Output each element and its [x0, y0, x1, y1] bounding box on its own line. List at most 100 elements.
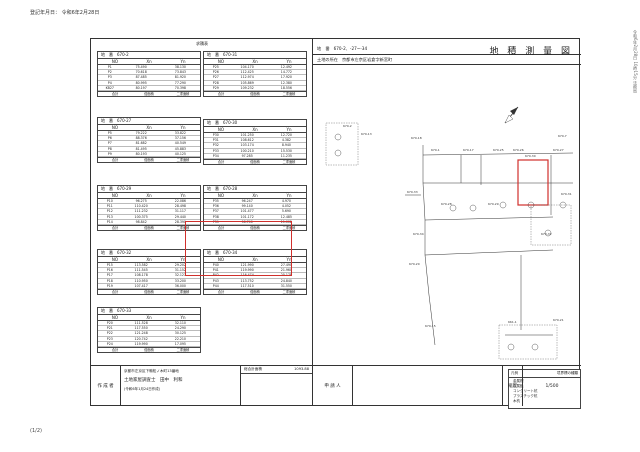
table-cell: 12.380 — [280, 80, 292, 85]
table-cell: P33 — [212, 148, 219, 153]
footer-cell: 倍面積 — [144, 347, 154, 352]
table-cell: 79.222 — [135, 131, 147, 135]
table-cell: 111.528 — [134, 321, 148, 325]
footer-block: 作 成 者 京都市左京区下鴨松ノ木町13番地 土地家屋調査士 田中 利和 (令和… — [91, 365, 581, 407]
map-label: 670-13 — [361, 132, 372, 136]
table-cell: 33.200 — [174, 278, 186, 283]
footer-cell: 倍面積 — [144, 157, 154, 162]
footer-cell: 合計 — [111, 289, 119, 294]
table-cell: P12 — [106, 209, 113, 214]
col-header: Xn — [146, 59, 152, 64]
table-cell: 45.883 — [174, 146, 186, 151]
col-header: Xn — [146, 193, 152, 198]
col-header: Xn — [146, 257, 152, 262]
legend-box: 凡例 境界標の種類 金属標 金属鋲 コンクリート杭 プラスチック杭 木杭 — [508, 369, 581, 409]
footer-cell: 倍面積 — [250, 289, 260, 294]
table-cell: P7 — [107, 141, 112, 146]
table-cell: P6 — [107, 136, 112, 141]
footer-cell: 合計 — [111, 347, 119, 352]
table-heading: 求積表 — [196, 41, 208, 46]
table-cell: 17.095 — [174, 341, 186, 346]
table-cell: 12.485 — [280, 214, 292, 219]
maker-label: 作 成 者 — [91, 366, 121, 406]
table-cell: 12.492 — [280, 65, 292, 69]
table-cell: 27.490 — [280, 263, 292, 267]
table-cell: 38.130 — [174, 65, 186, 69]
map-label: 670-30 — [525, 154, 536, 158]
table-cell: 73.843 — [174, 70, 186, 75]
table-cell: 5.690 — [281, 209, 291, 214]
table-cell: 121.990 — [240, 263, 254, 267]
table-cell: P18 — [106, 278, 113, 283]
table-title: 地 番 670-2 — [98, 52, 200, 59]
map-label: 670-28 — [441, 202, 452, 206]
maker-name: 土地家屋調査士 田中 利和 — [124, 378, 183, 383]
footer-cell: 倍面積 — [250, 225, 260, 230]
table-cell: 108.178 — [134, 273, 148, 278]
table-cell: P28 — [212, 80, 219, 85]
table-cell: P3 — [107, 75, 112, 80]
table-cell: 80.193 — [135, 151, 147, 156]
footer-cell: 二重面積 — [282, 91, 296, 96]
col-header: Yn — [180, 315, 186, 320]
table-cell: 37.156 — [174, 136, 186, 141]
map-label: 670-17 — [463, 148, 474, 152]
table-cell: 81.495 — [135, 146, 147, 151]
table-cell: 117.550 — [134, 326, 148, 331]
table-cell: P22 — [106, 331, 113, 336]
total-area-cell: 総合計面積 1093.88 — [241, 366, 313, 406]
table-cell: P19 — [106, 283, 113, 288]
table-cell: 109.232 — [240, 85, 254, 90]
table-footer: 合計倍面積二重面積 — [204, 158, 306, 165]
col-header: Yn — [180, 125, 186, 130]
table-title: 地 番 670-29 — [98, 186, 200, 193]
col-header: NO — [111, 193, 119, 198]
table-cell: 77.290 — [174, 80, 186, 85]
table-cell: 31.117 — [174, 209, 186, 214]
table-cell: 100.210 — [240, 148, 254, 153]
table-title: 地 番 670-34 — [204, 250, 306, 257]
table-cell: 117.510 — [240, 283, 254, 288]
total-area-value: 1093.88 — [294, 367, 309, 371]
table-cell: P29 — [212, 85, 219, 90]
map-label: 670-18 — [411, 136, 422, 140]
footer-cell: 合計 — [111, 91, 119, 96]
table-cell: 119.990 — [240, 268, 254, 273]
table-cell: 112.425 — [240, 70, 254, 75]
table-cell: 32.127 — [174, 273, 186, 278]
col-header: Xn — [252, 127, 258, 132]
table-cell: 75.490 — [135, 65, 147, 69]
map-label: 670-1 — [431, 148, 440, 152]
table-cell: 22.086 — [174, 199, 186, 203]
map-label: 670-27 — [553, 148, 564, 152]
table-cell: 87.485 — [135, 75, 147, 80]
table-cell: P30 — [212, 133, 219, 137]
